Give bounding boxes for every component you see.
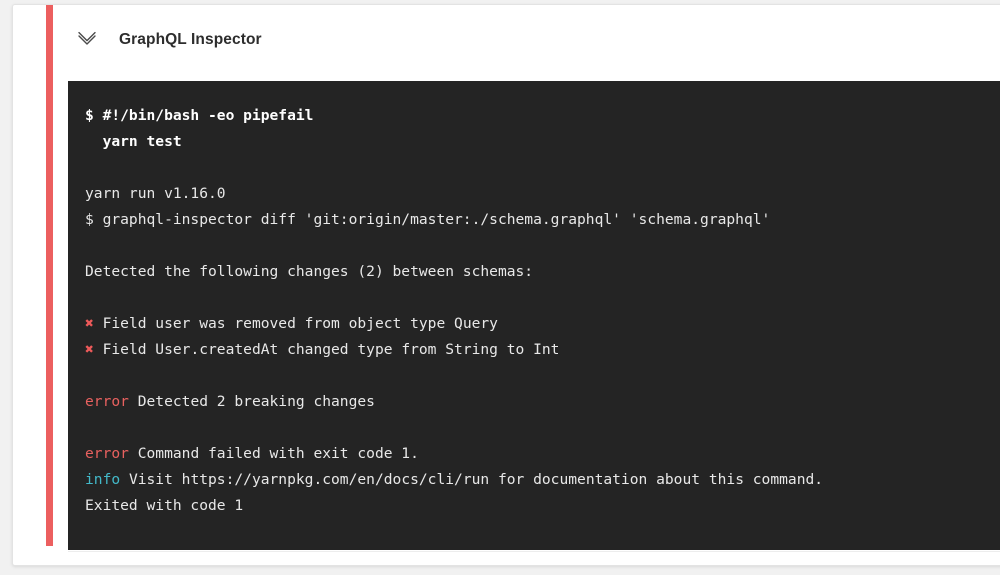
- terminal-line: Detected the following changes (2) betwe…: [85, 259, 1000, 285]
- terminal-line: [85, 415, 1000, 441]
- terminal-line: [85, 233, 1000, 259]
- terminal-log-lines: $ #!/bin/bash -eo pipefail yarn test yarn…: [68, 103, 1000, 519]
- terminal-line-text: Field User.createdAt changed type from S…: [93, 341, 560, 358]
- terminal-command-text: yarn test: [85, 133, 182, 150]
- terminal-line-text: Exited with code 1: [85, 497, 244, 514]
- terminal-line-text: Command failed with exit code 1.: [128, 445, 419, 462]
- terminal-line: info Visit https://yarnpkg.com/en/docs/c…: [85, 467, 1000, 493]
- card-divider: [68, 551, 1000, 552]
- terminal-line: ✖ Field user was removed from object typ…: [85, 311, 1000, 337]
- terminal-line-text: Detected 2 breaking changes: [128, 393, 375, 410]
- chevron-down-icon[interactable]: [73, 26, 101, 54]
- terminal-line-text: $ graphql-inspector diff 'git:origin/mas…: [85, 211, 771, 228]
- breaking-change-icon: ✖: [85, 341, 94, 358]
- terminal-line: $ graphql-inspector diff 'git:origin/mas…: [85, 207, 1000, 233]
- terminal-level-label-error: error: [85, 393, 129, 410]
- terminal-output[interactable]: $ #!/bin/bash -eo pipefail yarn test yarn…: [68, 81, 1000, 550]
- terminal-level-label-info: info: [85, 471, 121, 488]
- terminal-line: error Command failed with exit code 1.: [85, 441, 1000, 467]
- terminal-line: yarn run v1.16.0: [85, 181, 1000, 207]
- terminal-line: [85, 285, 1000, 311]
- terminal-line: yarn test: [85, 129, 1000, 155]
- terminal-line: error Detected 2 breaking changes: [85, 389, 1000, 415]
- terminal-line: [85, 363, 1000, 389]
- page-title: GraphQL Inspector: [119, 31, 262, 48]
- terminal-level-label-error: error: [85, 445, 129, 462]
- terminal-line: Exited with code 1: [85, 493, 1000, 519]
- terminal-line-text: Visit https://yarnpkg.com/en/docs/cli/ru…: [120, 471, 824, 488]
- terminal-line-text: Detected the following changes (2) betwe…: [85, 263, 534, 280]
- breaking-change-icon: ✖: [85, 315, 94, 332]
- terminal-line: [85, 155, 1000, 181]
- job-step-card: GraphQL Inspector $ #!/bin/bash -eo pipe…: [12, 4, 1000, 566]
- terminal-line-text: Field user was removed from object type …: [93, 315, 498, 332]
- terminal-line-text: yarn run v1.16.0: [85, 185, 226, 202]
- step-status-rail: [46, 5, 53, 546]
- terminal-command-text: $ #!/bin/bash -eo pipefail: [85, 107, 314, 124]
- step-header[interactable]: GraphQL Inspector: [53, 9, 262, 71]
- terminal-line: ✖ Field User.createdAt changed type from…: [85, 337, 1000, 363]
- terminal-line: $ #!/bin/bash -eo pipefail: [85, 103, 1000, 129]
